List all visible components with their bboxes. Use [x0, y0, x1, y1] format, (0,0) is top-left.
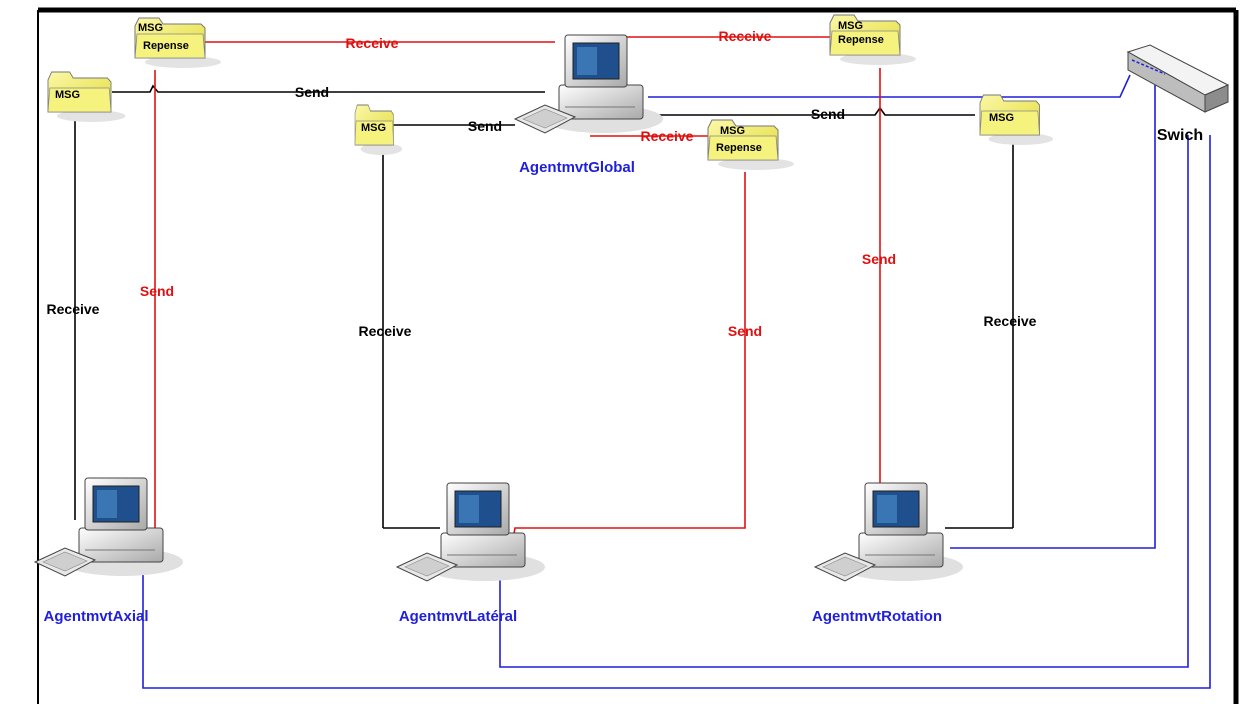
switch-label: Swich — [1157, 127, 1203, 144]
network-links — [142, 74, 1211, 689]
reply-links — [154, 36, 881, 546]
link-label-receive: Receive — [641, 128, 694, 144]
link-label-send: Send — [468, 118, 502, 134]
link-label-send: Send — [140, 283, 174, 299]
computer-icon — [396, 482, 546, 582]
link-label-receive: Receive — [346, 35, 399, 51]
svg-text:Repense: Repense — [143, 40, 189, 52]
link-label-receive: Receive — [984, 313, 1037, 329]
computer-icon — [514, 34, 664, 134]
agent-label-global: AgentmvtGlobal — [519, 159, 635, 176]
computer-icon — [34, 477, 184, 577]
msg-links — [74, 84, 1014, 529]
msg-folder-icon: MSG Repense — [829, 14, 917, 66]
msg-folder-icon: MSG — [979, 94, 1054, 146]
msg-folder-icon: MSG Repense — [707, 119, 795, 171]
svg-text:MSG: MSG — [138, 22, 163, 34]
agent-label-axial: AgentmvtAxial — [43, 608, 148, 625]
link-label-send: Send — [811, 106, 845, 122]
msg-folder-icon: MSG — [354, 104, 403, 156]
svg-text:MSG: MSG — [720, 125, 745, 137]
svg-text:Repense: Repense — [838, 34, 884, 46]
svg-text:MSG: MSG — [989, 112, 1014, 124]
link-label-send: Send — [728, 323, 762, 339]
msg-folder-icon: MSG — [47, 71, 126, 123]
svg-text:MSG: MSG — [838, 20, 863, 32]
svg-text:MSG: MSG — [361, 122, 386, 134]
agent-label-lateral: AgentmvtLatéral — [399, 608, 517, 625]
link-label-receive: Receive — [359, 323, 412, 339]
svg-text:Repense: Repense — [716, 142, 762, 154]
link-label-send: Send — [295, 84, 329, 100]
computer-icon — [814, 482, 964, 582]
link-label-receive: Receive — [47, 301, 100, 317]
link-label-send: Send — [862, 251, 896, 267]
svg-text:MSG: MSG — [55, 89, 80, 101]
link-label-receive: Receive — [719, 28, 772, 44]
msg-folder-icon: MSG Repense — [134, 17, 222, 69]
switch-icon — [1126, 44, 1230, 113]
agent-label-rotation: AgentmvtRotation — [812, 608, 942, 625]
